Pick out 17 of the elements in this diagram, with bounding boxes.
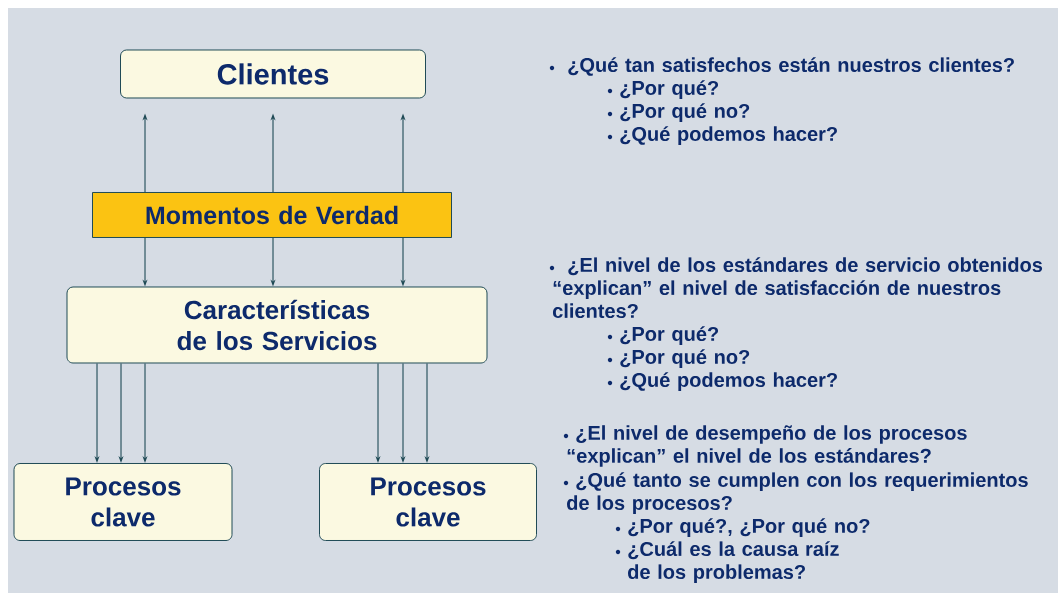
- process-box: Características de los Servicios: [66, 286, 488, 364]
- question-text: ¿Cuál es la causa raíz de los problemas?: [628, 541, 839, 583]
- process-box: Clientes: [120, 49, 426, 99]
- question-text: ¿Qué podemos hacer?: [620, 372, 837, 391]
- question-text: ¿El nivel de desempeño de los procesos “explican” el nivel de los estándares?: [567, 425, 967, 467]
- question-text: ¿Por qué no?: [620, 349, 750, 368]
- process-box: Procesos clave: [319, 463, 537, 541]
- question-text: ¿El nivel de los estándares de servicio obtenidos “explican” el nivel de satisfacción de nuestros clientes?: [553, 257, 1043, 319]
- process-box: Procesos clave: [13, 463, 233, 541]
- question-text: ¿Por qué?, ¿Por qué no?: [628, 518, 870, 537]
- question-text: ¿Por qué?: [620, 326, 719, 345]
- question-text: ¿Qué tan satisfechos están nuestros clientes?: [568, 57, 1014, 76]
- question-text: ¿Qué podemos hacer?: [620, 126, 837, 145]
- banner-box: Momentos de Verdad: [92, 192, 452, 238]
- question-text: ¿Qué tanto se cumplen con los requerimientos de los procesos?: [567, 472, 1028, 514]
- question-text: ¿Por qué?: [620, 80, 719, 99]
- question-text: ¿Por qué no?: [620, 103, 750, 122]
